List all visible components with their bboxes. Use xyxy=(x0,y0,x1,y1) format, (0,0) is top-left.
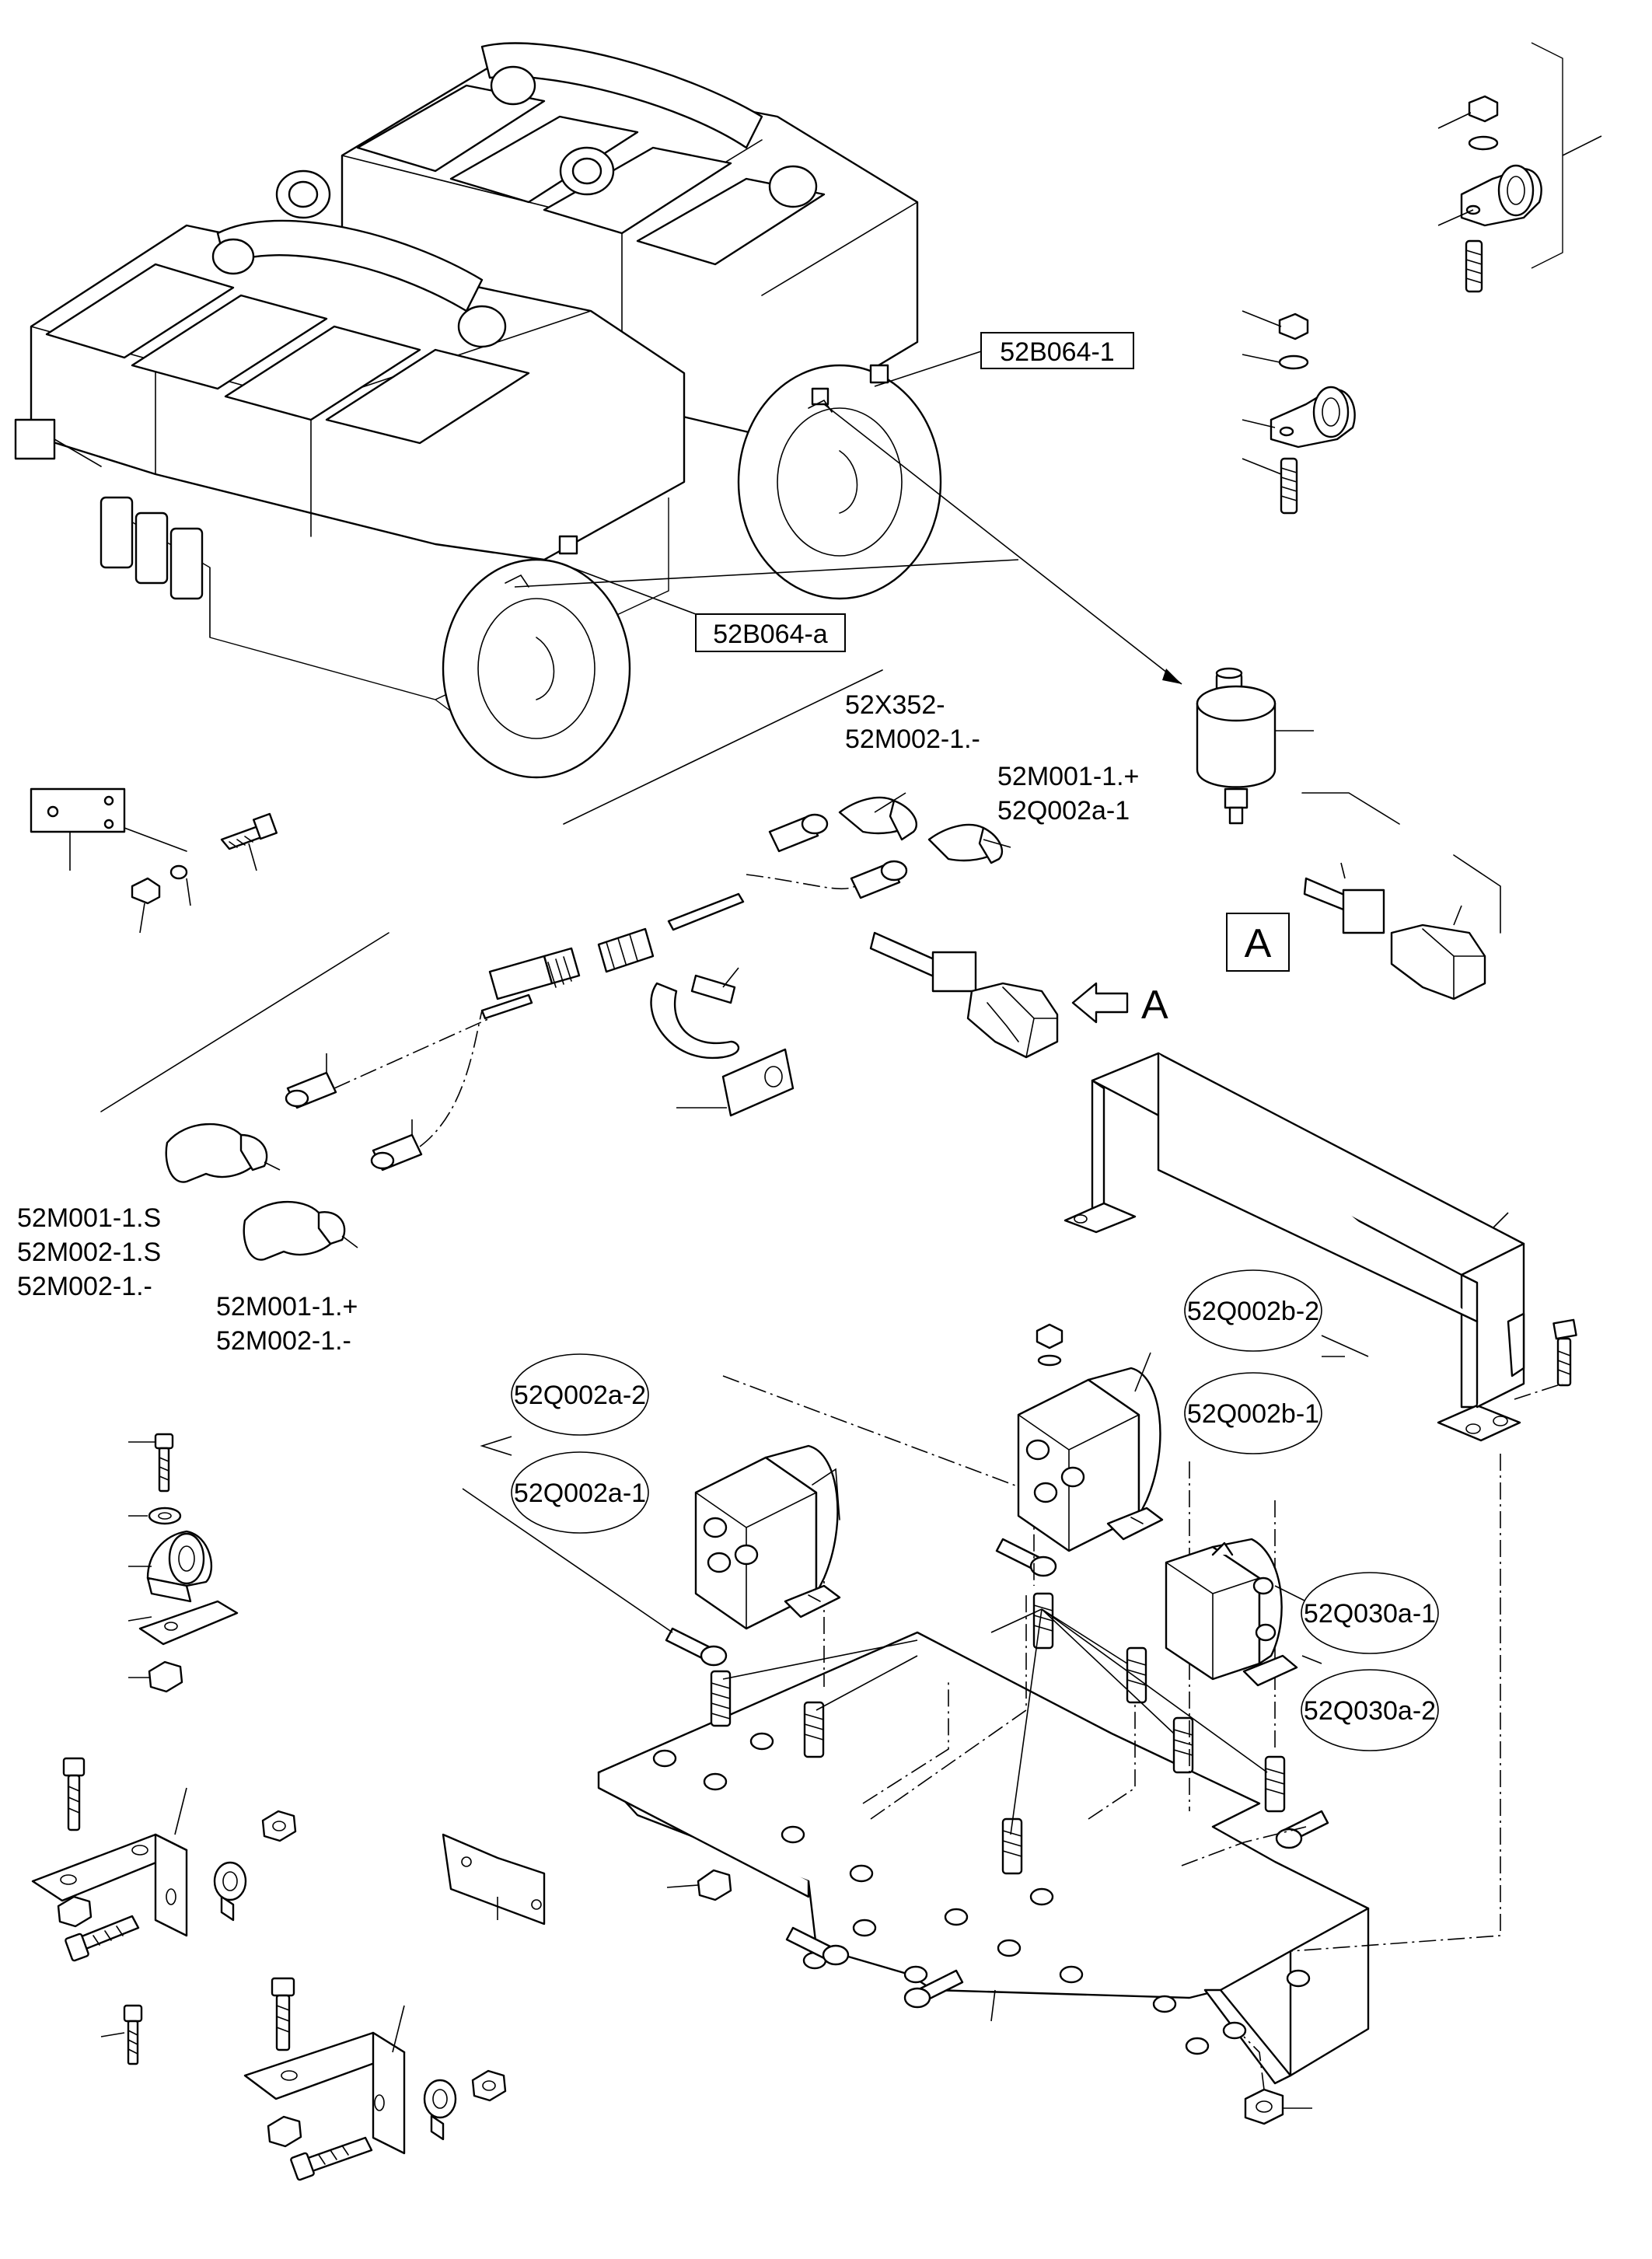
view-a: A A xyxy=(1071,792,1501,1028)
view-a-box-letter: A xyxy=(1245,921,1272,966)
label-cable-m001-s: 52M001-1.S xyxy=(17,1203,161,1233)
label-cable-m002-minus-left: 52M002-1.- xyxy=(17,1272,152,1301)
label-cable-m002-s: 52M002-1.S xyxy=(17,1238,161,1267)
clamp-assembly-top xyxy=(1437,42,1602,293)
label-relay-q002a-2: 52Q002a-2 xyxy=(514,1381,646,1410)
callout-box-sender-a xyxy=(695,613,846,652)
label-relay-q002b-2: 52Q002b-2 xyxy=(1187,1297,1319,1326)
engine-block xyxy=(14,42,942,779)
label-relay-q030a-2: 52Q030a-2 xyxy=(1304,1696,1436,1726)
view-a-arrow xyxy=(1071,982,1129,1024)
sender-callouts: 52B064-1 52B064-a xyxy=(514,332,1182,685)
angle-bracket-left xyxy=(31,1757,297,1962)
label-relay-q030a-1: 52Q030a-1 xyxy=(1304,1599,1436,1629)
oval-q002a-2 xyxy=(511,1353,649,1436)
oval-q030a-2 xyxy=(1301,1669,1439,1751)
oval-q002b-2 xyxy=(1184,1269,1322,1352)
relay-q002b xyxy=(1017,1323,1164,1552)
pressure-sender xyxy=(1196,667,1314,825)
label-relay-q002b-1: 52Q002b-1 xyxy=(1187,1399,1319,1429)
clamp-stack-left xyxy=(127,1433,239,1693)
oval-q002a-1 xyxy=(511,1451,649,1534)
view-a-box xyxy=(1226,913,1290,972)
relay-q030a xyxy=(1165,1538,1307,1687)
label-sender-a: 52B064-a xyxy=(713,620,828,649)
label-cable-m002-minus-top: 52M002-1.- xyxy=(845,724,980,754)
label-relay-q002a-1-top: 52Q002a-1 xyxy=(997,796,1130,826)
label-cable-m001-plus-top: 52M001-1.+ xyxy=(997,762,1139,791)
cable-labels: 52X352- 52M002-1.- 52M001-1.+ 52Q002a-1 … xyxy=(17,690,1139,1356)
label-relay-q002a-1: 52Q002a-1 xyxy=(514,1479,646,1508)
base-plate xyxy=(462,1375,1501,2125)
oval-q030a-1 xyxy=(1301,1572,1439,1654)
relay-callouts: 52Q002b-2 52Q002b-1 52Q002a-2 52Q002a-1 … xyxy=(480,1269,1439,1751)
label-plate-small xyxy=(442,1833,546,1926)
callout-box-sender-1 xyxy=(980,332,1134,369)
angle-bracket-bottom xyxy=(100,1977,507,2181)
oval-q002b-1 xyxy=(1184,1372,1322,1454)
label-cable-x352: 52X352- xyxy=(845,690,945,720)
label-cable-m001-plus-bottom: 52M001-1.+ xyxy=(216,1292,358,1322)
cable-connector-assembly xyxy=(30,669,1059,1261)
bridge-bracket xyxy=(1063,1052,1577,1442)
label-sender-1: 52B064-1 xyxy=(1000,337,1114,367)
clamp-assembly-middle xyxy=(1242,310,1356,515)
view-a-arrow-letter: A xyxy=(1141,983,1168,1028)
label-cable-m002-minus-bottom: 52M002-1.- xyxy=(216,1326,351,1356)
relay-q002a xyxy=(694,1444,841,1630)
plate-studs xyxy=(710,1592,1286,1875)
